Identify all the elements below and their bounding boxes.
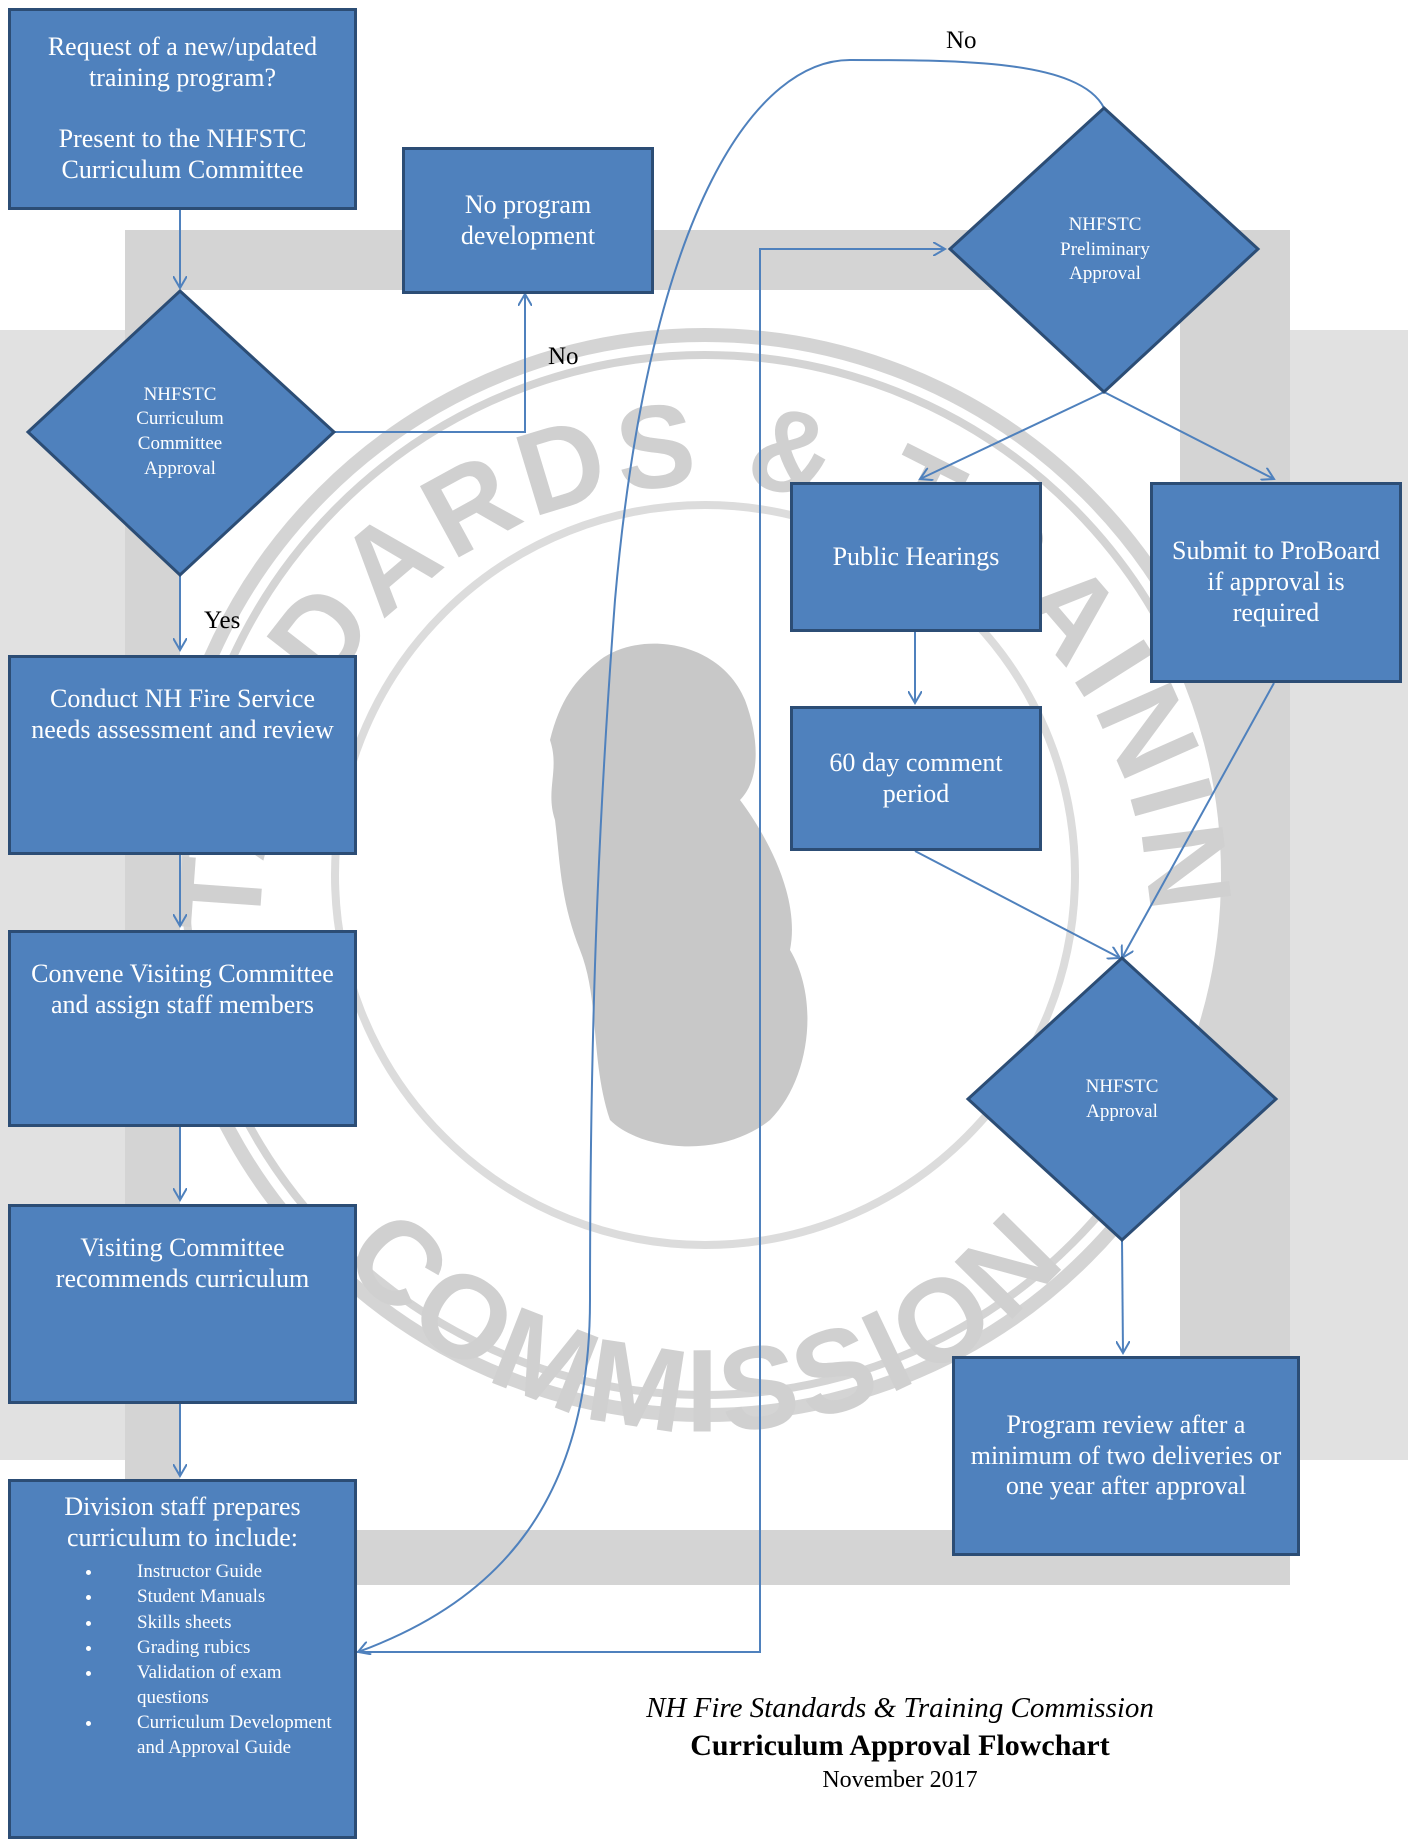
diamond-preliminary-approval-text: NHFSTC Preliminary Approval: [1060, 213, 1150, 285]
arrow-proboard-to-approval: [1122, 682, 1275, 958]
diamond-committee-approval-text: NHFSTC Curriculum Committee Approval: [136, 383, 224, 479]
box-public-hearings-text: Public Hearings: [832, 541, 1000, 571]
box-division-prepares: Division staff prepares curriculum to in…: [8, 1479, 357, 1839]
caption-org: NH Fire Standards & Training Commission: [646, 1692, 1154, 1724]
box-needs-assessment-text: Conduct NH Fire Service needs assessment…: [31, 684, 334, 744]
box-proboard-text: Submit to ProBoard if approval is requir…: [1171, 536, 1380, 627]
diamond-preliminary-approval: [947, 105, 1261, 395]
diamond-final-approval: [965, 955, 1279, 1243]
box-program-review-text: Program review after a minimum of two de…: [970, 1409, 1282, 1501]
caption-date: November 2017: [822, 1767, 978, 1793]
list-item: Skills sheets: [103, 1610, 342, 1635]
seal-outer-ring: [158, 328, 1252, 1422]
arrow-preliminary-to-hearings: [920, 391, 1105, 479]
arrow-preliminary-no-to-prepares: [358, 58, 1105, 1652]
box-prepares-heading: Division staff prepares curriculum to in…: [64, 1492, 301, 1552]
arrow-approval-to-review: [1122, 1239, 1123, 1353]
box-submit-proboard: Submit to ProBoard if approval is requir…: [1150, 482, 1402, 683]
edge-label-no-committee: No: [548, 343, 579, 370]
arrow-preliminary-to-proboard: [1103, 391, 1274, 479]
seal-inner-ring: [331, 501, 1079, 1249]
box-convene-text: Convene Visiting Committee and assign st…: [31, 959, 334, 1019]
list-item: Grading rubics: [103, 1635, 342, 1660]
box-convene-committee: Convene Visiting Committee and assign st…: [8, 930, 357, 1127]
list-item: Student Manuals: [103, 1584, 342, 1609]
edge-label-yes-committee: Yes: [204, 607, 241, 634]
box-comment-period: 60 day comment period: [790, 706, 1042, 851]
list-item: Instructor Guide: [103, 1559, 342, 1584]
box-program-review: Program review after a minimum of two de…: [952, 1356, 1300, 1556]
box-no-program-development: No program development: [402, 147, 654, 294]
box-committee-recommends: Visiting Committee recommends curriculum: [8, 1204, 357, 1404]
arrow-no-to-no-program: [334, 294, 525, 433]
box-no-program-text: No program development: [460, 189, 596, 250]
box-needs-assessment: Conduct NH Fire Service needs assessment…: [8, 655, 357, 855]
arrow-comment-to-approval: [914, 850, 1120, 958]
edge-label-no-preliminary: No: [946, 27, 977, 54]
box-request-program-text: Request of a new/updated training progra…: [47, 32, 318, 184]
curriculum-items-list: Instructor Guide Student Manuals Skills …: [23, 1559, 342, 1760]
box-recommends-text: Visiting Committee recommends curriculum: [55, 1233, 310, 1293]
list-item: Curriculum Development and Approval Guid…: [103, 1710, 342, 1760]
box-comment-period-text: 60 day comment period: [829, 747, 1003, 808]
caption-title: Curriculum Approval Flowchart: [690, 1729, 1110, 1762]
list-item: Validation of exam questions: [103, 1660, 342, 1710]
diamond-final-approval-text: NHFSTC Approval: [1085, 1076, 1159, 1122]
diamond-committee-approval: [25, 288, 337, 578]
box-public-hearings: Public Hearings: [790, 482, 1042, 632]
old-man-profile-silhouette: [550, 643, 808, 1147]
box-request-program: Request of a new/updated training progra…: [8, 8, 357, 210]
arrow-prepares-to-preliminary: [357, 249, 945, 1653]
